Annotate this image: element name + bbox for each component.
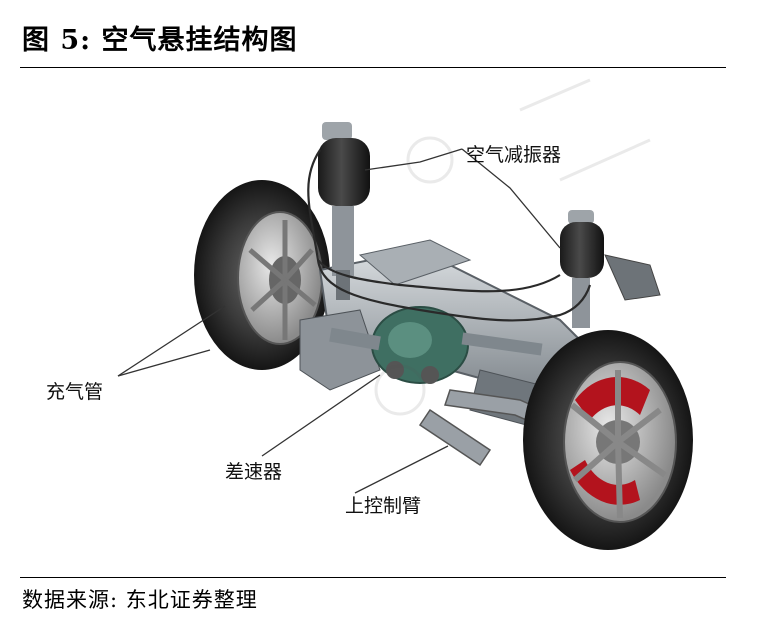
source-rule — [20, 577, 726, 578]
label-air-spring: 空气减振器 — [466, 144, 562, 166]
label-upper-control-arm: 上控制臂 — [345, 495, 422, 517]
right-air-spring — [560, 210, 661, 328]
differential — [329, 306, 543, 384]
suspension-drawing — [117, 78, 693, 550]
label-differential: 差速器 — [225, 461, 283, 483]
source-note: 数据来源: 东北证券整理 — [22, 588, 258, 612]
left-air-spring — [318, 122, 370, 300]
watermark — [374, 78, 651, 416]
left-wheel — [194, 180, 330, 370]
air-lines — [307, 149, 592, 322]
right-wheel — [523, 330, 693, 550]
figure-title: 图 5: 空气悬挂结构图 — [22, 25, 298, 56]
title-rule — [20, 67, 726, 68]
suspension-illustration — [0, 70, 757, 570]
callout-leaders — [117, 148, 561, 494]
label-air-line: 充气管 — [46, 381, 104, 403]
